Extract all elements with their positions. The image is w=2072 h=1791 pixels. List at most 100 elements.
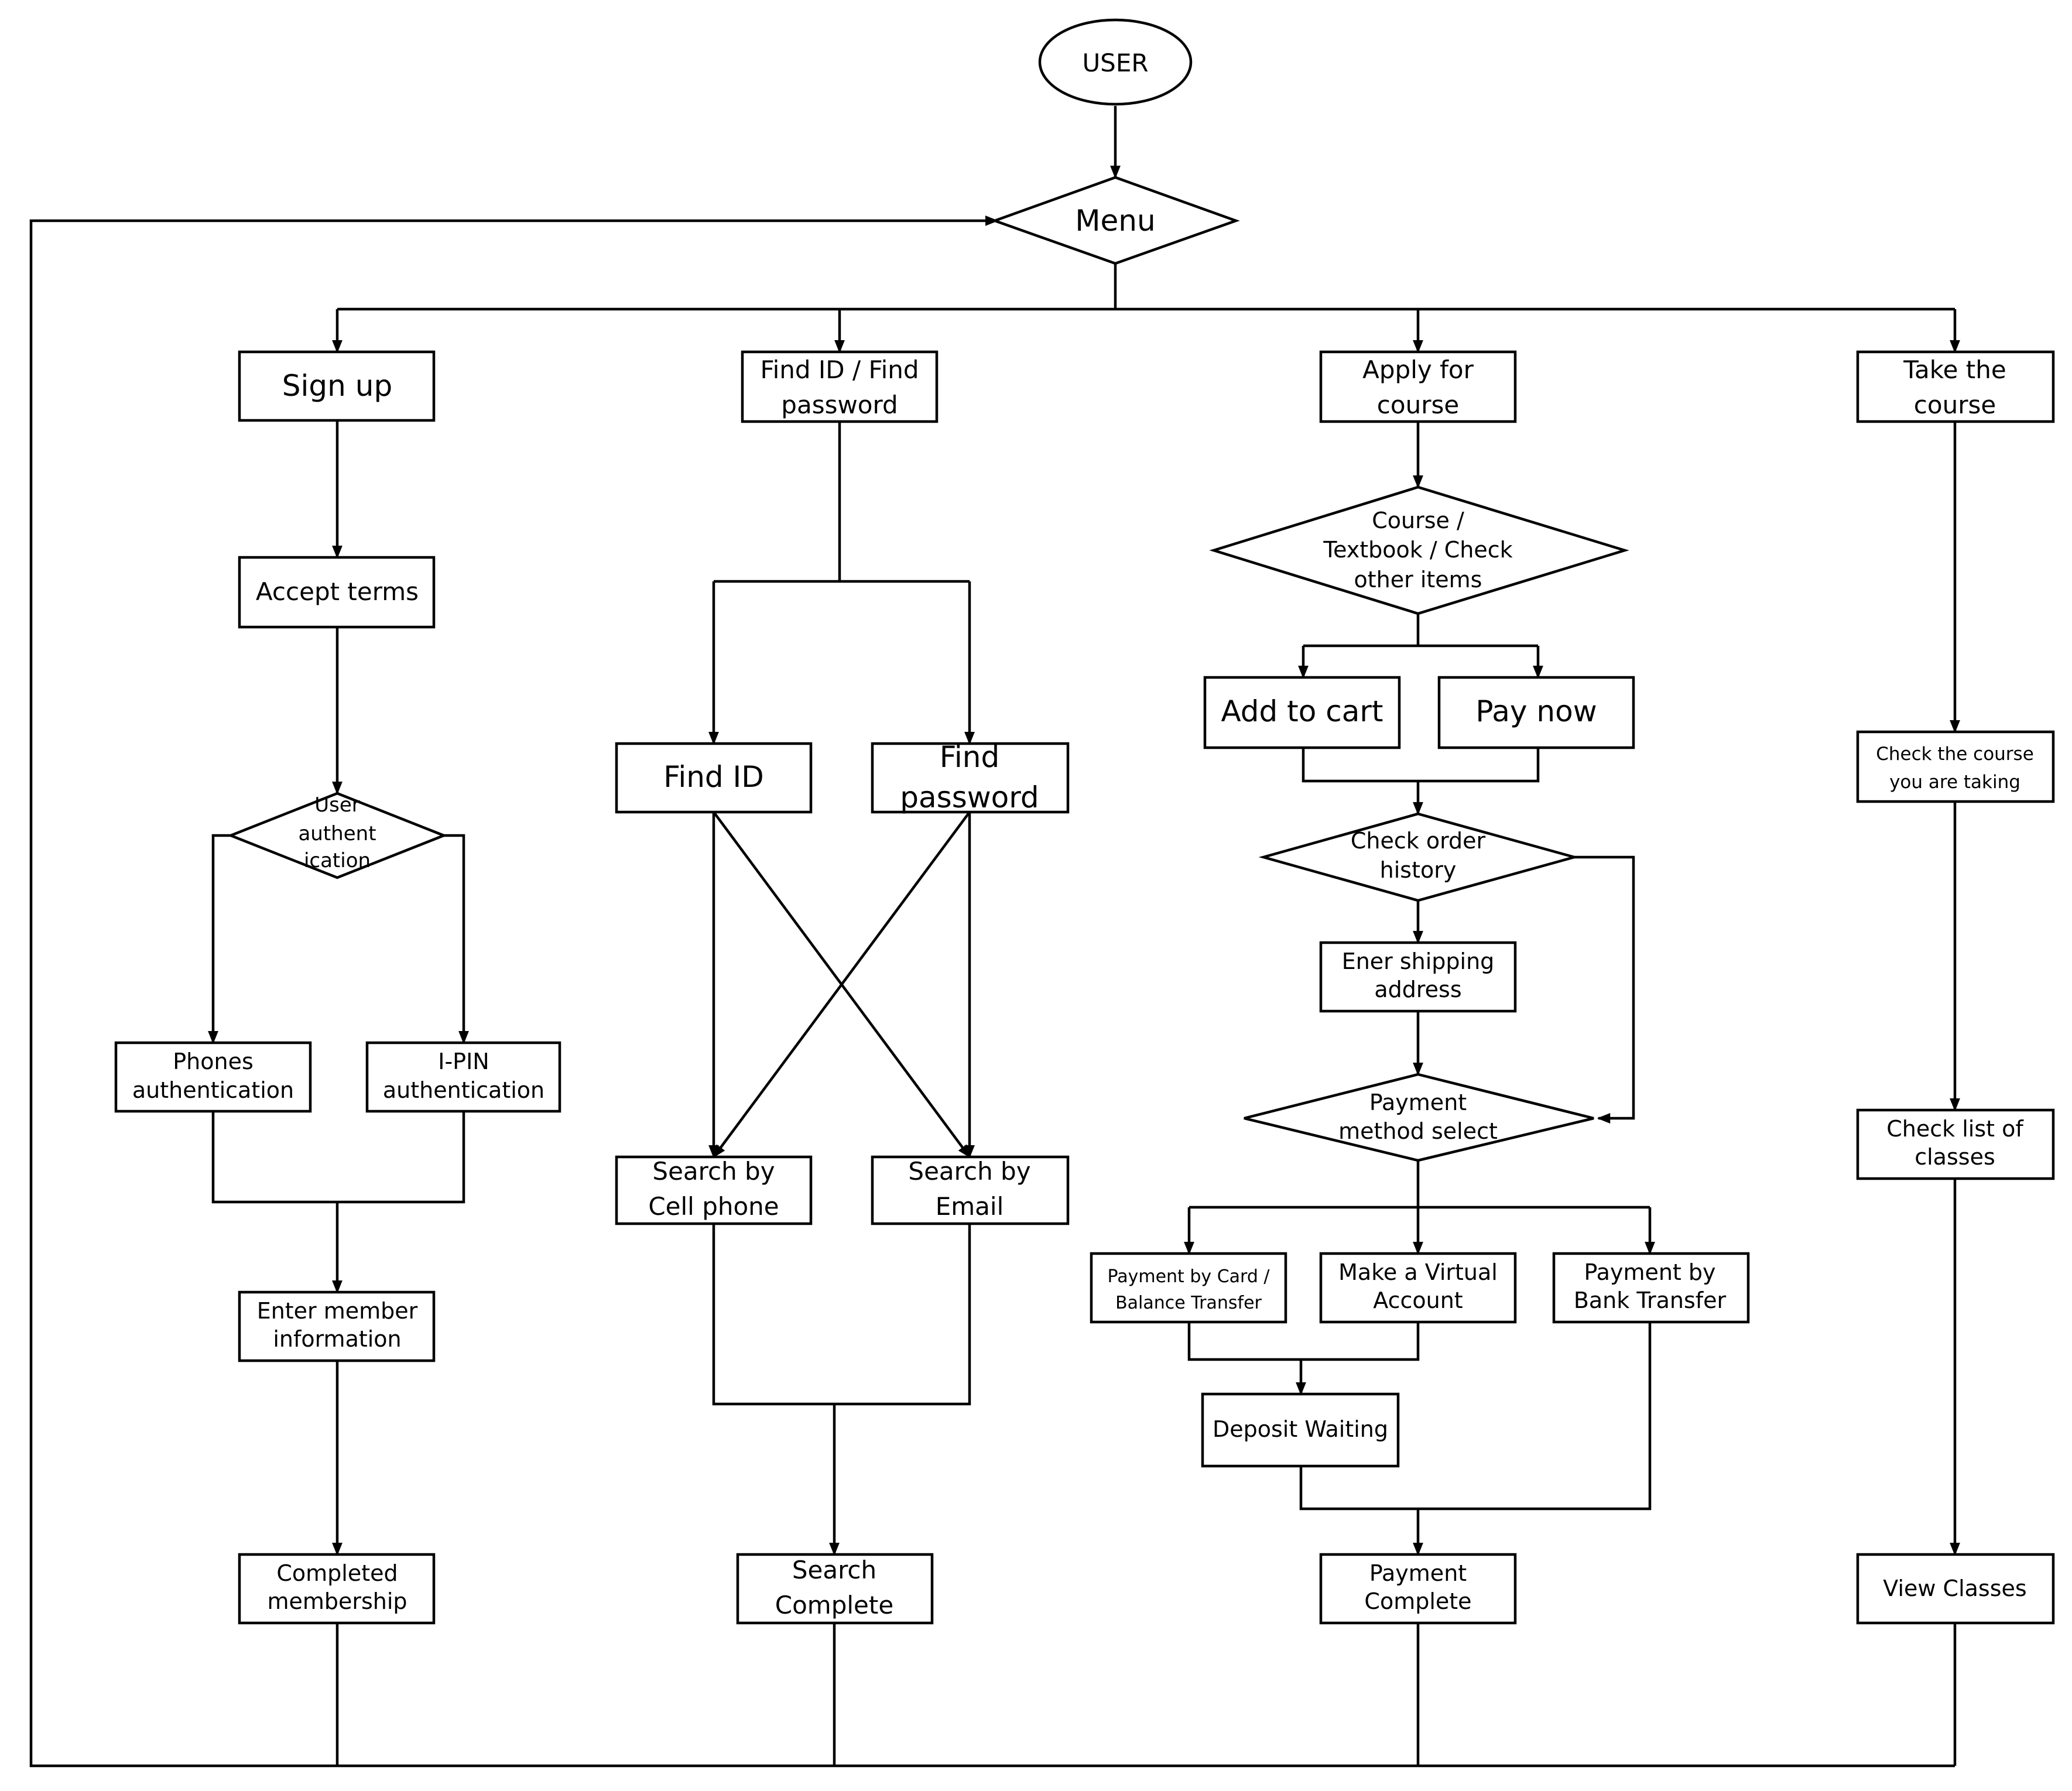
svg-text:Course /: Course / (1372, 508, 1464, 533)
payment-method-select-line-1: Payment (1369, 1090, 1467, 1115)
enter-member-information-line-1: Enter member (257, 1298, 418, 1324)
svg-text:Take the: Take the (1903, 355, 2006, 384)
completed-membership-node: Completed membership (238, 1553, 436, 1625)
svg-text:Phones: Phones (173, 1049, 254, 1074)
svg-text:authentication: authentication (132, 1077, 294, 1103)
svg-text:password: password (900, 780, 1039, 814)
svg-text:Find: Find (940, 740, 999, 774)
enter-shipping-address-line-1: Ener shipping (1342, 948, 1495, 974)
payment-complete-line-1: Payment (1369, 1560, 1467, 1586)
find-password-line-2: password (900, 780, 1039, 814)
user-authentication-line-1: User (314, 793, 360, 817)
course-textbook-check-node: Course / Textbook / Check other items (1209, 485, 1629, 615)
svg-text:Account: Account (1373, 1287, 1463, 1313)
user-label: USER (1082, 49, 1148, 77)
svg-text:Check order: Check order (1351, 828, 1486, 854)
svg-text:authentication: authentication (383, 1077, 544, 1103)
take-the-course-line-1: Take the (1903, 355, 2006, 384)
connector-phones-merge (211, 1111, 465, 1204)
svg-text:Ener shipping: Ener shipping (1342, 948, 1495, 974)
svg-text:you are taking: you are taking (1889, 772, 2020, 793)
svg-text:Complete: Complete (775, 1591, 893, 1619)
svg-text:course: course (1377, 391, 1459, 419)
svg-text:Find ID / Find: Find ID / Find (760, 355, 919, 384)
sign-up-label: Sign up (282, 369, 392, 403)
completed-membership-line-2: membership (267, 1588, 407, 1614)
phones-authentication-line-1: Phones (173, 1049, 254, 1074)
connector-auth-phones (208, 834, 231, 1045)
svg-text:Apply for: Apply for (1362, 355, 1474, 384)
payment-method-select-line-2: method select (1338, 1118, 1498, 1144)
payment-by-card-node: Payment by Card / Balance Transfer (1090, 1252, 1287, 1324)
svg-text:Check the course: Check the course (1876, 744, 2034, 765)
accept-terms-node: Accept terms (238, 556, 436, 629)
svg-text:address: address (1374, 977, 1461, 1002)
search-by-email-node: Search by Email (871, 1155, 1070, 1225)
connector-payment-split (1189, 1160, 1650, 1209)
find-password-node: Find password (871, 740, 1070, 814)
svg-text:history: history (1380, 857, 1457, 883)
svg-text:Enter member: Enter member (257, 1298, 418, 1324)
payment-method-select-diamond (1244, 1073, 1594, 1162)
user-authentication-line-3: ication (304, 849, 371, 872)
take-the-course-node: Take the course (1856, 350, 2055, 423)
connector-cart-paynow-merge (1302, 748, 1540, 783)
check-order-history-node: Check order history (1258, 812, 1580, 902)
svg-text:password: password (781, 391, 898, 419)
payment-complete-line-2: Complete (1364, 1588, 1471, 1614)
find-id-node: Find ID (615, 742, 813, 814)
svg-text:I-PIN: I-PIN (438, 1049, 489, 1074)
svg-text:method select: method select (1338, 1118, 1498, 1144)
payment-by-card-line-1: Payment by Card / (1107, 1266, 1270, 1287)
enter-member-information-line-2: information (273, 1326, 401, 1352)
course-textbook-check-line-3: other items (1354, 567, 1482, 593)
course-textbook-check-diamond (1209, 485, 1629, 615)
svg-text:Make a Virtual: Make a Virtual (1338, 1259, 1498, 1285)
search-by-cell-phone-line-1: Search by (652, 1157, 775, 1186)
svg-text:Check list of: Check list of (1886, 1116, 2024, 1142)
user-authentication-node: User authent ication (227, 792, 448, 879)
start-ellipse (1038, 18, 1193, 106)
enter-member-information-node: Enter member information (238, 1290, 436, 1362)
pay-now-node: Pay now (1437, 676, 1635, 749)
user-authentication-line-2: authent (298, 822, 376, 845)
search-by-email-line-2: Email (936, 1192, 1004, 1221)
make-virtual-account-line-1: Make a Virtual (1338, 1259, 1498, 1285)
search-complete-line-2: Complete (775, 1591, 893, 1619)
connector-auth-ipin (444, 834, 469, 1045)
find-id-label: Find ID (663, 760, 764, 794)
ipin-authentication-node: I-PIN authentication (365, 1041, 561, 1113)
menu-label: Menu (1075, 204, 1155, 238)
enter-shipping-address-node: Ener shipping address (1319, 941, 1517, 1013)
search-by-cell-phone-node: Search by Cell phone (615, 1155, 813, 1225)
payment-method-select-node: Payment method select (1244, 1073, 1594, 1162)
sign-up-node: Sign up (238, 350, 436, 422)
svg-text:Textbook / Check: Textbook / Check (1323, 537, 1512, 563)
svg-text:authent: authent (298, 822, 376, 845)
payment-by-card-line-2: Balance Transfer (1115, 1293, 1262, 1313)
connector-findidpw-split (714, 422, 970, 583)
phones-authentication-node: Phones authentication (114, 1041, 312, 1113)
svg-text:User: User (314, 793, 360, 817)
svg-text:Balance Transfer: Balance Transfer (1115, 1293, 1262, 1313)
svg-text:Complete: Complete (1364, 1588, 1471, 1614)
enter-shipping-address-line-2: address (1374, 977, 1461, 1002)
apply-for-course-line-2: course (1377, 391, 1459, 419)
check-order-history-line-1: Check order (1351, 828, 1486, 854)
make-virtual-account-node: Make a Virtual Account (1319, 1252, 1517, 1324)
connectors (29, 106, 1960, 1768)
view-classes-node: View Classes (1856, 1553, 2055, 1625)
payment-by-bank-transfer-line-1: Payment by (1584, 1259, 1715, 1285)
svg-text:Search by: Search by (652, 1157, 775, 1186)
deposit-waiting-label: Deposit Waiting (1213, 1416, 1388, 1442)
menu-node: Menu (991, 176, 1240, 265)
svg-text:Payment by Card /: Payment by Card / (1107, 1266, 1270, 1287)
ipin-authentication-line-1: I-PIN (438, 1049, 489, 1074)
check-list-of-classes-node: Check list of classes (1856, 1108, 2055, 1180)
payment-by-bank-transfer-node: Payment by Bank Transfer (1552, 1252, 1750, 1324)
svg-text:information: information (273, 1326, 401, 1352)
svg-text:course: course (1914, 391, 1996, 419)
check-course-taking-node: Check the course you are taking (1856, 730, 2055, 803)
user-node: USER (1038, 18, 1193, 106)
